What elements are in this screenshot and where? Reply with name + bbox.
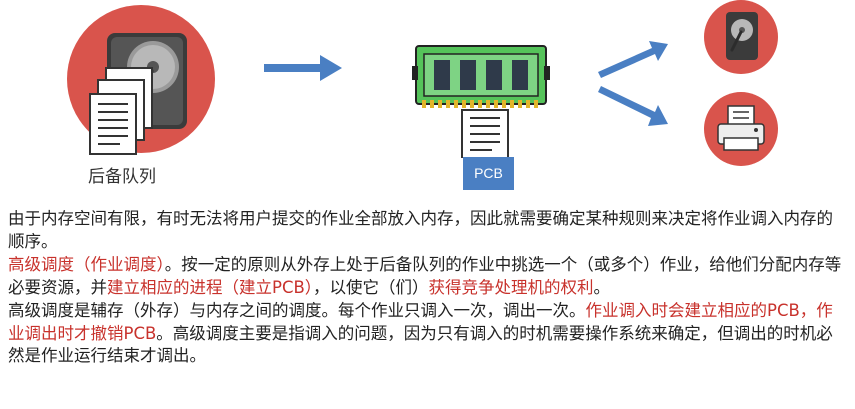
up-right-arrow-icon bbox=[596, 36, 670, 78]
right-arrow-icon bbox=[264, 55, 342, 81]
period-text: 。 bbox=[593, 277, 611, 297]
pcb-lifecycle-phrase: 作业调入时会建立相应的PCB，作业调出时才撤销PCB bbox=[8, 301, 833, 343]
pcb-label: PCB bbox=[463, 157, 514, 190]
job-documents-icon bbox=[88, 66, 160, 158]
paragraph-high-level-scheduling-definition: 高级调度（作业调度）。按一定的原则从外存上处于后备队列的作业中挑选一个（或多个）… bbox=[8, 254, 848, 299]
paragraph-memory-limit: 由于内存空间有限，有时无法将用户提交的作业全部放入内存，因此就需要确定某种规则来… bbox=[8, 209, 833, 251]
hard-disk-icon bbox=[704, 0, 778, 74]
backlog-queue-caption: 后备队列 bbox=[88, 167, 156, 187]
term-high-level-scheduling: 高级调度（作业调度） bbox=[8, 255, 165, 274]
explanation-text: 由于内存空间有限，有时无法将用户提交的作业全部放入内存，因此就需要确定某种规则来… bbox=[8, 208, 848, 369]
definition-text: 。按一定的原则从外存上处于后备队列的作业中挑选一个（或多个）作业，给他们分配内存… bbox=[8, 255, 842, 297]
ram-module-icon bbox=[412, 42, 550, 112]
paragraph-scheduling-details: 高级调度是辅存（外存）与内存之间的调度。每个作业只调入一次，调出一次。作业调入时… bbox=[8, 300, 848, 368]
printer-icon bbox=[704, 92, 778, 166]
compete-processor-phrase: 获得竞争处理机的权利 bbox=[428, 277, 594, 297]
document-icon bbox=[460, 108, 514, 159]
details-text-start: 高级调度是辅存（外存）与内存之间的调度。每个作业只调入一次，调出一次。 bbox=[8, 301, 586, 320]
down-right-arrow-icon bbox=[596, 84, 670, 130]
details-text-end: 。高级调度主要是指调入的问题，因为只有调入的时机需要操作系统来确定，但调出的时机… bbox=[8, 323, 833, 366]
connector-text: ，以使它（们） bbox=[313, 277, 429, 297]
create-process-phrase: 建立相应的进程（建立PCB） bbox=[107, 277, 314, 297]
